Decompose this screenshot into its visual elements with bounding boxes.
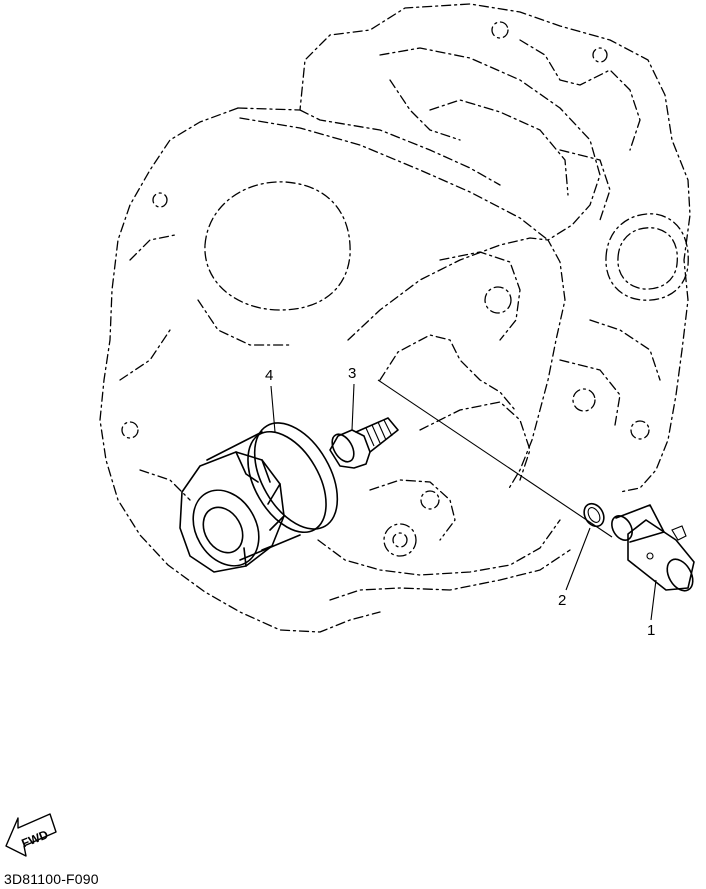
leader-line-3 bbox=[351, 383, 355, 431]
fwd-arrow-icon: FWD bbox=[5, 813, 57, 857]
oil-filter-icon bbox=[179, 422, 339, 573]
leader-line-1 bbox=[650, 579, 657, 621]
o-ring-icon bbox=[583, 502, 605, 528]
oil-pipe-fitting-icon bbox=[611, 504, 695, 592]
callout-2: 2 bbox=[558, 592, 566, 609]
reference-line bbox=[377, 379, 613, 538]
fwd-label: FWD bbox=[20, 827, 51, 850]
callout-3: 3 bbox=[348, 365, 356, 382]
leader-line-4 bbox=[270, 385, 276, 433]
callout-1: 1 bbox=[647, 622, 655, 639]
union-bolt-icon bbox=[329, 417, 399, 469]
engine-crankcase-outline bbox=[99, 3, 691, 633]
diagram-code: 3D81100-F090 bbox=[4, 871, 99, 887]
leader-line-2 bbox=[565, 527, 591, 591]
callout-4: 4 bbox=[265, 367, 273, 384]
